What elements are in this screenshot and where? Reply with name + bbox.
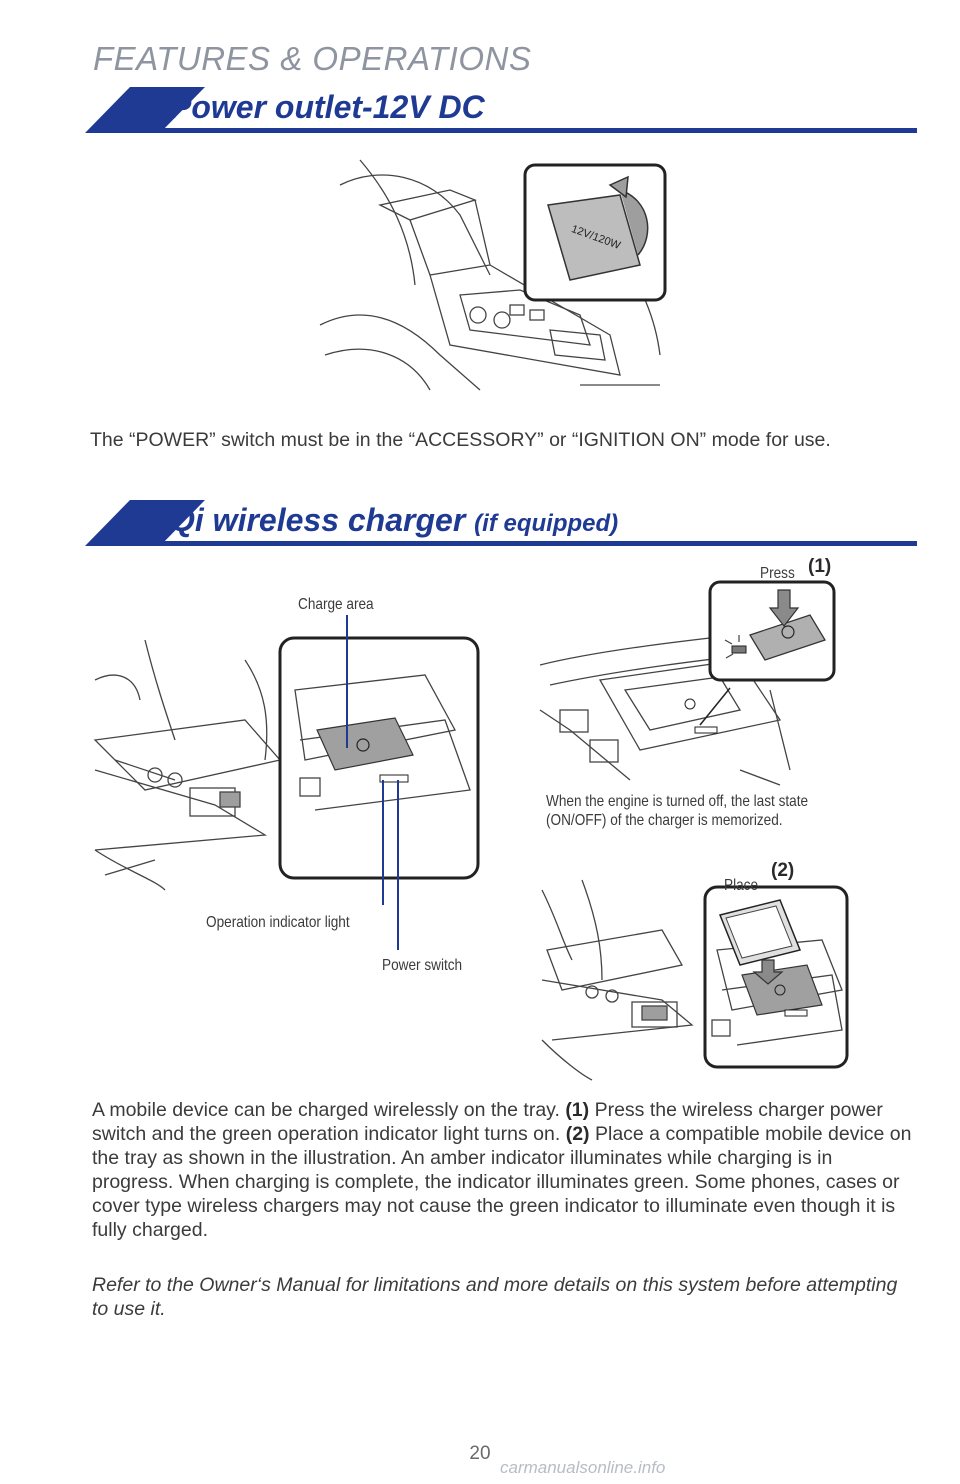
owners-manual-note: Refer to the Owner‘s Manual for limitati…	[92, 1274, 898, 1320]
press-step-number: (1)	[808, 556, 832, 577]
memory-note-line2: (ON/OFF) of the charger is memorized.	[546, 812, 783, 829]
power-outlet-description: The “POWER” switch must be in the “ACCES…	[90, 429, 831, 451]
place-label: Place	[724, 877, 759, 894]
power-outlet-title: Power outlet-12V DC	[170, 89, 485, 125]
qi-charger-heading-bar: Qi wireless charger (if equipped)	[85, 500, 917, 546]
press-switch-illustration	[539, 580, 836, 786]
operation-indicator-label: Operation indicator light	[206, 914, 350, 931]
section-header: FEATURES & OPERATIONS	[93, 40, 532, 77]
charge-area-label: Charge area	[298, 596, 374, 613]
power-switch-label: Power switch	[382, 957, 463, 974]
memory-note-line1: When the engine is turned off, the last …	[546, 793, 809, 810]
page-number: 20	[469, 1443, 491, 1464]
qi-charger-body: A mobile device can be charged wirelessl…	[92, 1099, 912, 1241]
step-2-marker: (2)	[565, 1123, 590, 1145]
press-label: Press	[760, 565, 795, 582]
qi-charger-title-suffix: (if equipped)	[474, 510, 619, 537]
watermark: carmanualsonline.info	[500, 1458, 666, 1477]
heading-rule	[145, 128, 917, 133]
place-device-illustration	[541, 879, 849, 1081]
step-1-marker: (1)	[565, 1099, 590, 1121]
power-outlet-illustration: 12V/120W	[319, 159, 667, 391]
heading-rule	[145, 541, 917, 546]
place-step-number: (2)	[771, 860, 795, 881]
qi-console-illustration	[93, 615, 480, 950]
qi-charger-title: Qi wireless charger (if equipped)	[170, 502, 619, 538]
power-outlet-heading-bar: Power outlet-12V DC	[85, 87, 917, 133]
